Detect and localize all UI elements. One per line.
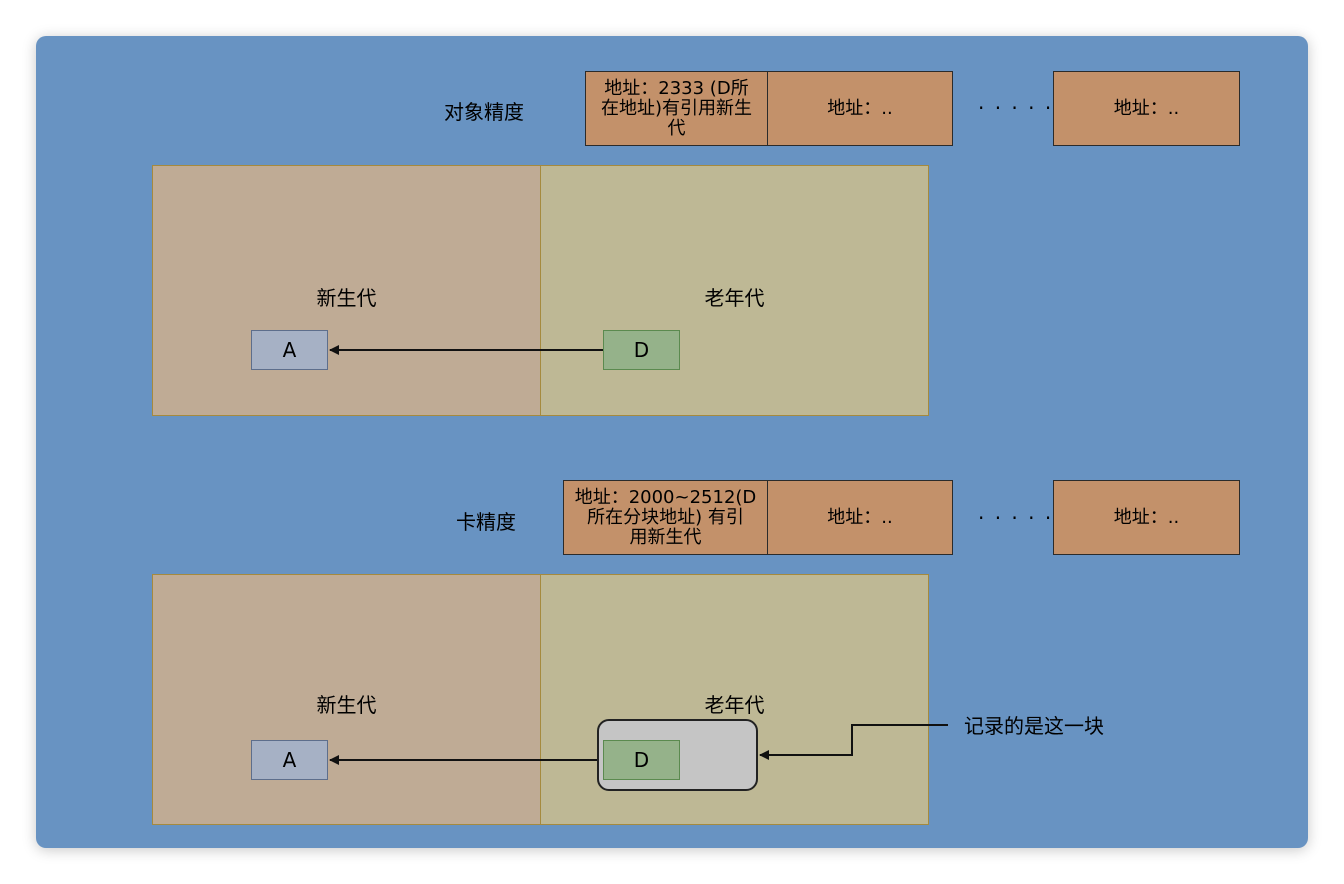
cell-text-line: 地址：2000~2512(D (574, 486, 757, 508)
cell-text-line: 代 (667, 117, 686, 139)
cell-text-line: 用新生代 (629, 526, 702, 548)
object-precision-cell-1: 地址：2333 (D所 在地址)有引用新生 代 (585, 71, 768, 146)
cell-text-line: 地址：2333 (D所 (604, 77, 749, 99)
card-precision-ellipsis: · · · · · (978, 506, 1054, 530)
card-precision-cell-2: 地址：.. (767, 480, 953, 555)
object-precision-label: 对象精度 (444, 100, 524, 124)
card-precision-cell-3: 地址：.. (1053, 480, 1240, 555)
annotation-arrow (759, 724, 948, 760)
object-precision-cell-3: 地址：.. (1053, 71, 1240, 146)
young-generation-label: 新生代 (316, 286, 377, 310)
cell-text-line: 在地址)有引用新生 (600, 97, 753, 119)
card-precision-cell-1: 地址：2000~2512(D 所在分块地址) 有引 用新生代 (563, 480, 768, 555)
object-d-top: D (603, 330, 680, 370)
young-generation-top: 新生代 (152, 165, 541, 416)
object-a-bottom: A (251, 740, 328, 780)
cell-text-line: 地址：.. (827, 97, 893, 119)
young-generation-label: 新生代 (316, 693, 377, 717)
cell-text-line: 所在分块地址) 有引 (587, 506, 744, 528)
object-precision-ellipsis: · · · · · (978, 96, 1054, 120)
object-a-top: A (251, 330, 328, 370)
object-precision-cell-2: 地址：.. (767, 71, 953, 146)
old-generation-label: 老年代 (704, 693, 765, 717)
cell-text-line: 地址：.. (827, 506, 893, 528)
card-precision-label: 卡精度 (456, 510, 516, 534)
cell-text-line: 地址：.. (1113, 97, 1180, 119)
old-generation-top: 老年代 (540, 165, 929, 416)
young-generation-bottom: 新生代 (152, 574, 541, 825)
object-d-bottom: D (603, 740, 680, 780)
old-generation-label: 老年代 (704, 286, 765, 310)
annotation-label: 记录的是这一块 (964, 714, 1104, 738)
cell-text-line: 地址：.. (1113, 506, 1180, 528)
